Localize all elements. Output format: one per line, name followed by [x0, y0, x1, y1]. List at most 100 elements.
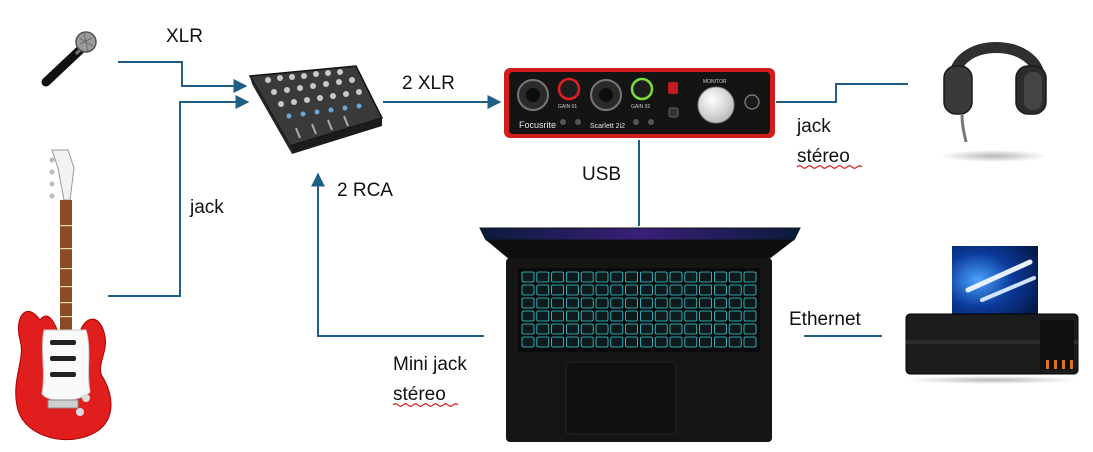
keyboard-key	[699, 336, 712, 348]
keyboard-key	[625, 336, 638, 348]
keyboard-key	[684, 284, 698, 296]
keyboard-key	[669, 310, 683, 322]
jack-stereo-label-line2: stéreo	[797, 146, 850, 167]
keyboard-key	[699, 271, 712, 283]
keyboard	[521, 271, 757, 348]
two-rca-label: 2 RCA	[337, 180, 393, 201]
keyboard-key	[566, 323, 579, 335]
keyboard-key	[566, 271, 579, 283]
keyboard-key	[654, 297, 668, 309]
keyboard-key	[654, 336, 668, 348]
keyboard-key	[714, 323, 727, 335]
keyboard-key	[625, 310, 638, 322]
keyboard-key	[640, 297, 653, 309]
xlr-label: XLR	[166, 26, 203, 47]
keyboard-key	[640, 271, 653, 283]
keyboard-key	[654, 284, 668, 296]
keyboard-key	[536, 310, 550, 322]
keyboard-key	[625, 284, 638, 296]
keyboard-key	[714, 297, 727, 309]
keyboard-key	[728, 310, 742, 322]
keyboard-key	[521, 310, 535, 322]
ethernet-label: Ethernet	[789, 309, 862, 330]
headphones-icon	[940, 42, 1048, 162]
keyboard-key	[714, 336, 727, 348]
keyboard-key	[684, 297, 698, 309]
keyboard-key	[551, 297, 564, 309]
keyboard-key	[640, 336, 653, 348]
mini-jack-cable	[311, 172, 484, 337]
keyboard-key	[536, 271, 550, 283]
keyboard-key	[521, 323, 535, 335]
keyboard-key	[551, 271, 564, 283]
keyboard-key	[654, 271, 668, 283]
interface-gain2-text: GAIN 02	[631, 104, 650, 110]
keyboard-key	[536, 284, 550, 296]
keyboard-key	[625, 271, 638, 283]
keyboard-key	[521, 271, 535, 283]
keyboard-key	[595, 297, 609, 309]
keyboard-key	[610, 310, 624, 322]
keyboard-key	[625, 297, 638, 309]
keyboard-key	[580, 336, 594, 348]
keyboard-key	[610, 297, 624, 309]
keyboard-key	[714, 271, 727, 283]
keyboard-key	[743, 336, 757, 348]
keyboard-key	[699, 310, 712, 322]
keyboard-key	[551, 336, 564, 348]
guitar-jack-cable	[108, 95, 250, 297]
keyboard-key	[699, 284, 712, 296]
keyboard-key	[521, 284, 535, 296]
keyboard-key	[728, 284, 742, 296]
keyboard-key	[699, 323, 712, 335]
keyboard-key	[743, 284, 757, 296]
keyboard-key	[566, 297, 579, 309]
keyboard-key	[654, 310, 668, 322]
spellcheck-underline-jack-stereo	[796, 165, 863, 169]
keyboard-key	[728, 323, 742, 335]
keyboard-key	[714, 310, 727, 322]
connectors	[108, 61, 908, 337]
keyboard-key	[595, 284, 609, 296]
keyboard-key	[521, 336, 535, 348]
keyboard-key	[684, 310, 698, 322]
keyboard-key	[551, 310, 564, 322]
xlr-cable	[118, 61, 248, 93]
keyboard-key	[640, 323, 653, 335]
guitar-icon	[15, 149, 112, 441]
keyboard-key	[521, 297, 535, 309]
keyboard-key	[728, 271, 742, 283]
keyboard-key	[669, 336, 683, 348]
keyboard-key	[699, 297, 712, 309]
keyboard-key	[536, 323, 550, 335]
keyboard-key	[551, 323, 564, 335]
keyboard-key	[595, 336, 609, 348]
keyboard-key	[684, 323, 698, 335]
keyboard-key	[728, 297, 742, 309]
jack-label: jack	[189, 197, 224, 218]
keyboard-key	[536, 336, 550, 348]
keyboard-key	[743, 323, 757, 335]
keyboard-key	[551, 284, 564, 296]
keyboard-key	[743, 297, 757, 309]
keyboard-key	[654, 323, 668, 335]
jack-stereo-label-line1: jack	[796, 116, 831, 137]
mini-jack-label-line2: stéreo	[393, 384, 446, 405]
keyboard-key	[610, 271, 624, 283]
keyboard-key	[714, 284, 727, 296]
laptop-icon	[479, 227, 801, 442]
keyboard-key	[580, 323, 594, 335]
keyboard-key	[595, 310, 609, 322]
keyboard-key	[566, 310, 579, 322]
keyboard-key	[669, 284, 683, 296]
keyboard-key	[640, 284, 653, 296]
keyboard-key	[580, 271, 594, 283]
interface-monitor-text: MONITOR	[703, 79, 727, 85]
keyboard-key	[580, 284, 594, 296]
keyboard-key	[669, 323, 683, 335]
keyboard-key	[580, 297, 594, 309]
keyboard-key	[610, 336, 624, 348]
keyboard-key	[743, 310, 757, 322]
two-xlr-label: 2 XLR	[402, 73, 455, 94]
